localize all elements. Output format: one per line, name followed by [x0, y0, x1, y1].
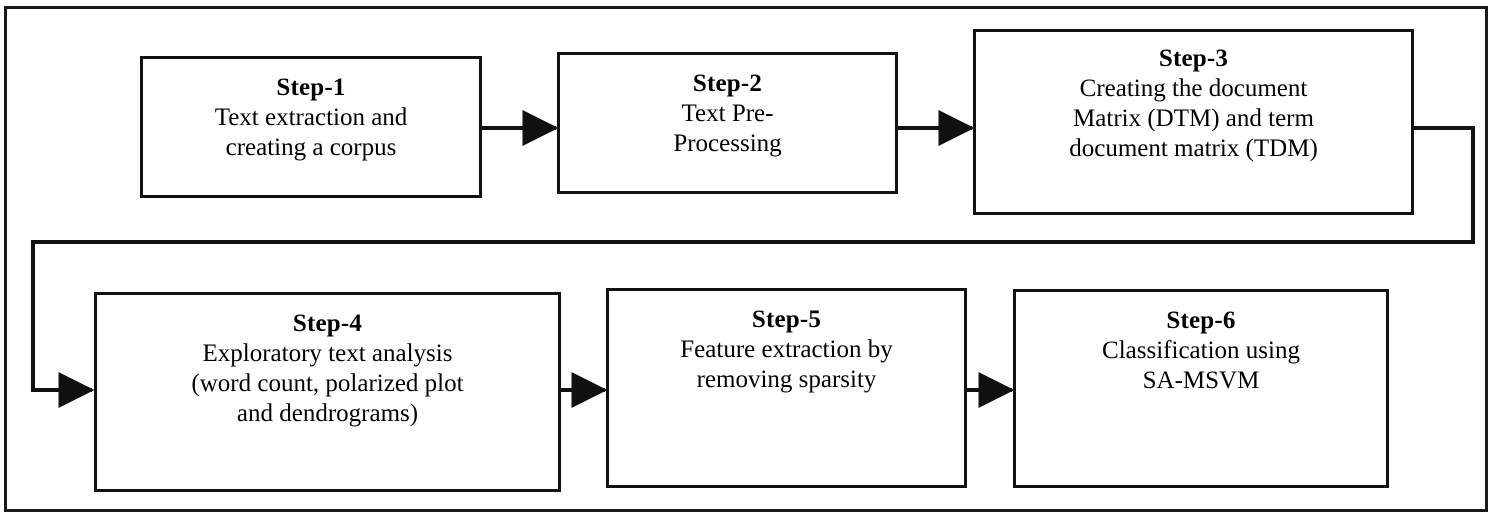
step-box-step-1: Step-1 Text extraction and creating a co…	[140, 56, 482, 198]
step-description: Classification using SA-MSVM	[1102, 336, 1300, 394]
step-description: Text Pre- Processing	[673, 99, 782, 157]
step-title: Step-3	[1158, 45, 1229, 72]
step-description: Exploratory text analysis (word count, p…	[191, 339, 464, 427]
step-title: Step-4	[292, 310, 363, 337]
step-description: Text extraction and creating a corpus	[214, 103, 408, 161]
step-title: Step-1	[276, 74, 346, 101]
step-box-step-4: Step-4 Exploratory text analysis (word c…	[94, 292, 561, 492]
step-title: Step-2	[692, 70, 763, 97]
step-description: Creating the document Matrix (DTM) and t…	[1069, 74, 1318, 162]
step-box-step-5: Step-5 Feature extraction by removing sp…	[606, 288, 967, 488]
step-box-step-3: Step-3 Creating the document Matrix (DTM…	[973, 29, 1414, 215]
step-box-step-6: Step-6 Classification using SA-MSVM	[1013, 289, 1389, 488]
step-box-step-2: Step-2 Text Pre- Processing	[557, 52, 898, 194]
step-title: Step-6	[1166, 307, 1236, 334]
step-description: Feature extraction by removing sparsity	[680, 335, 893, 393]
step-title: Step-5	[751, 306, 822, 333]
